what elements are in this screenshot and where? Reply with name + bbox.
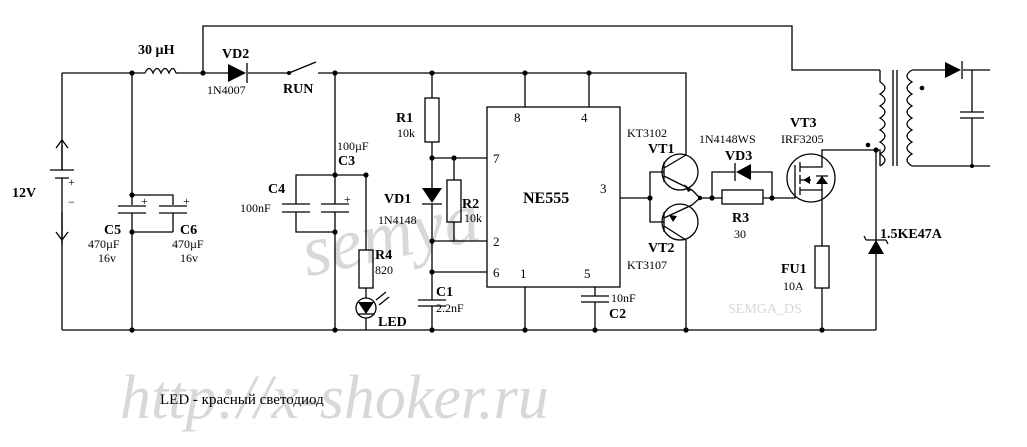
junctions	[129, 70, 879, 333]
vd2-name: VD2	[222, 47, 249, 62]
vt1-part: KT3102	[627, 126, 667, 140]
pin-3: 3	[600, 181, 607, 196]
c5-value: 470µF	[88, 237, 120, 251]
switch-label: RUN	[283, 82, 313, 97]
battery-minus: −	[68, 195, 75, 209]
c6-voltage: 16v	[180, 251, 198, 265]
battery-12v: 12V + −	[12, 138, 75, 245]
c5-voltage: 16v	[98, 251, 116, 265]
c4-name: C4	[268, 182, 285, 197]
pin-8: 8	[514, 110, 521, 125]
transformer-feed-wire	[202, 25, 880, 73]
led-note: LED - красный светодиод	[160, 392, 324, 408]
c5-plus: +	[141, 194, 148, 208]
diode-vd2: VD2 1N4007	[207, 47, 249, 97]
r3-value: 30	[734, 227, 746, 241]
c6-value: 470µF	[172, 237, 204, 251]
timing-network: R1 10k VD1 1N4148 R2 10k C1 2.2nF	[378, 73, 487, 330]
vt3-name: VT3	[790, 116, 816, 131]
r1-value: 10k	[397, 126, 415, 140]
fu1-name: FU1	[781, 262, 807, 277]
r3-name: R3	[732, 211, 749, 226]
watermark-main: http://x-shoker.ru	[120, 364, 549, 432]
vd1-name: VD1	[384, 192, 411, 207]
vd1-part: 1N4148	[378, 213, 417, 227]
r1-name: R1	[396, 111, 413, 126]
vt1-name: VT1	[648, 142, 674, 157]
watermark-semga: SEMGA_DS	[728, 302, 802, 317]
c4-value: 100nF	[240, 201, 271, 215]
battery-label: 12V	[12, 186, 36, 201]
pin-4: 4	[581, 110, 588, 125]
c6-plus: +	[183, 194, 190, 208]
battery-plus: +	[68, 175, 75, 189]
r2-value: 10k	[464, 211, 482, 225]
switch-run: RUN	[283, 61, 317, 97]
pin-2: 2	[493, 234, 500, 249]
tvs-diode: 1.5KE47A	[863, 227, 943, 254]
transformer	[865, 61, 990, 168]
ic-ne555: NE555 8 4 7 3 2 6 1 5 10nF C2	[486, 73, 650, 330]
r4-value: 820	[375, 263, 393, 277]
c2-value: 10nF	[611, 291, 636, 305]
vt2-name: VT2	[648, 241, 674, 256]
tvs-part: 1.5KE47A	[880, 227, 943, 242]
c2-name: C2	[609, 307, 626, 322]
c3-value: 100µF	[337, 139, 369, 153]
pin-1: 1	[520, 266, 527, 281]
pin-6: 6	[493, 265, 500, 280]
c6-name: C6	[180, 223, 197, 238]
pin-7: 7	[493, 151, 500, 166]
r4-led-branch: R4 820 LED	[355, 175, 407, 330]
capacitors-c4-c3: + 100µF C3 C4 100nF	[240, 73, 369, 330]
c3-name: C3	[338, 154, 355, 169]
r4-name: R4	[375, 248, 392, 263]
c1-value: 2.2nF	[436, 301, 464, 315]
vt3-part: IRF3205	[781, 132, 824, 146]
pin-5: 5	[584, 266, 591, 281]
gate-drive-vd3-r3: 1N4148WS VD3 R3 30	[697, 132, 782, 241]
c3-plus: +	[344, 192, 351, 206]
capacitors-c5-c6: + + C5 470µF 16v C6 470µF 16v	[88, 73, 204, 330]
led-name: LED	[378, 315, 407, 330]
mosfet-vt3: VT3 IRF3205 FU1 10A	[781, 116, 877, 330]
c1-name: C1	[436, 285, 453, 300]
inductor-30uh: 30 µH	[138, 43, 177, 75]
vd3-name: VD3	[725, 149, 752, 164]
ic-name: NE555	[523, 190, 569, 207]
inductor-label: 30 µH	[138, 43, 175, 58]
transistors-vt1-vt2: KT3102 VT1 VT2 KT3107	[590, 72, 701, 330]
vd3-part: 1N4148WS	[699, 132, 756, 146]
vt2-part: KT3107	[627, 258, 667, 272]
r2-name: R2	[462, 197, 479, 212]
fu1-value: 10A	[783, 279, 804, 293]
vd2-part: 1N4007	[207, 83, 246, 97]
c5-name: C5	[104, 223, 121, 238]
